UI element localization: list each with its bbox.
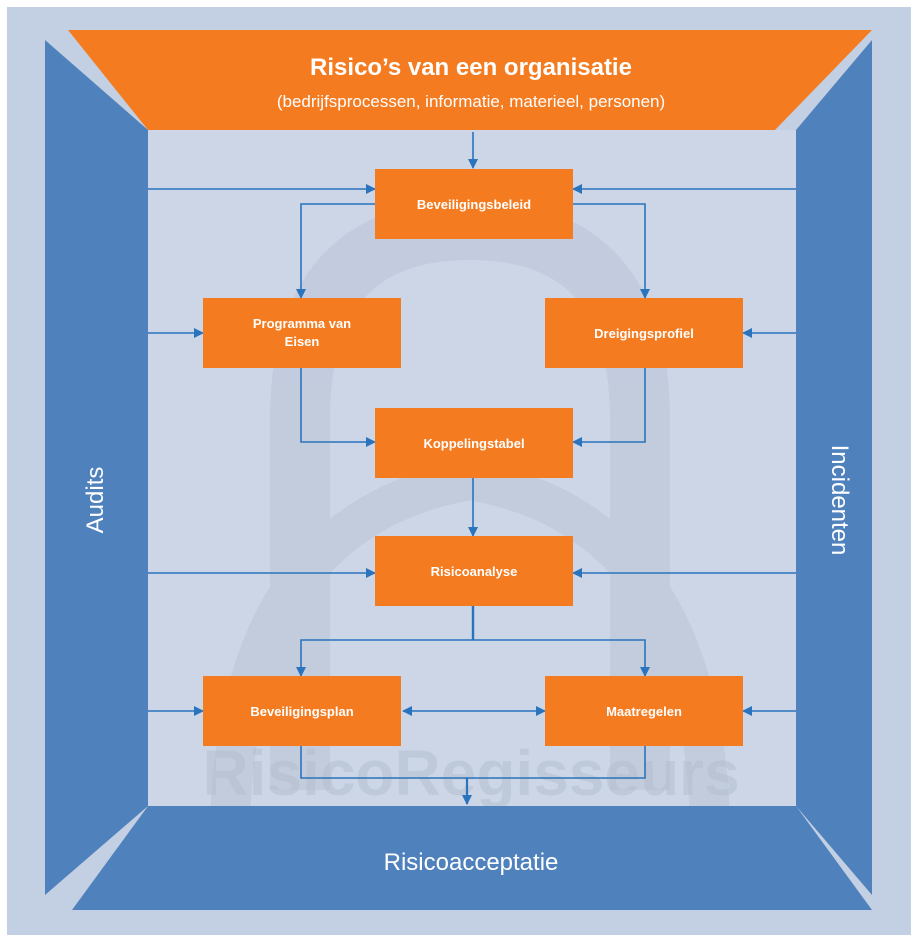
arrow-analyse-maatregelen xyxy=(473,639,650,677)
connectors xyxy=(148,132,796,805)
node-pve-label-1: Programma van xyxy=(253,316,351,331)
node-analyse: Risicoanalyse xyxy=(375,536,573,606)
arrow-pve-koppeling xyxy=(300,368,376,447)
top-panel xyxy=(68,30,872,130)
watermark-text: RisicoRegisseurs xyxy=(202,737,739,809)
arrow-analyse-plan xyxy=(296,639,473,677)
node-beleid-label: Beveiligingsbeleid xyxy=(417,197,531,212)
connector-to-acceptatie xyxy=(300,746,646,779)
node-maatregelen: Maatregelen xyxy=(545,676,743,746)
node-dreiging: Dreigingsprofiel xyxy=(545,298,743,368)
arrow-dreiging-koppeling xyxy=(572,368,646,447)
top-subtitle: (bedrijfsprocessen, informatie, materiee… xyxy=(277,92,665,111)
audits-label: Audits xyxy=(82,467,109,534)
arrow-beleid-dreiging xyxy=(573,203,650,299)
risicoacceptatie-label: Risicoacceptatie xyxy=(384,849,559,876)
node-pve-label-2: Eisen xyxy=(285,334,320,349)
node-maatregelen-label: Maatregelen xyxy=(606,704,682,719)
node-koppeling: Koppelingstabel xyxy=(375,408,573,478)
node-beleid: Beveiligingsbeleid xyxy=(375,169,573,239)
node-koppeling-label: Koppelingstabel xyxy=(423,436,524,451)
node-pve: Programma van Eisen xyxy=(203,298,401,368)
node-analyse-label: Risicoanalyse xyxy=(431,564,518,579)
node-plan-label: Beveiligingsplan xyxy=(250,704,353,719)
incidenten-label: Incidenten xyxy=(826,445,853,556)
top-title: Risico’s van een organisatie xyxy=(310,54,632,81)
left-panel xyxy=(45,40,148,895)
bottom-panel xyxy=(72,806,872,910)
right-panel xyxy=(796,40,872,895)
arrow-beleid-pve xyxy=(296,203,375,299)
node-dreiging-label: Dreigingsprofiel xyxy=(594,326,694,341)
node-plan: Beveiligingsplan xyxy=(203,676,401,746)
